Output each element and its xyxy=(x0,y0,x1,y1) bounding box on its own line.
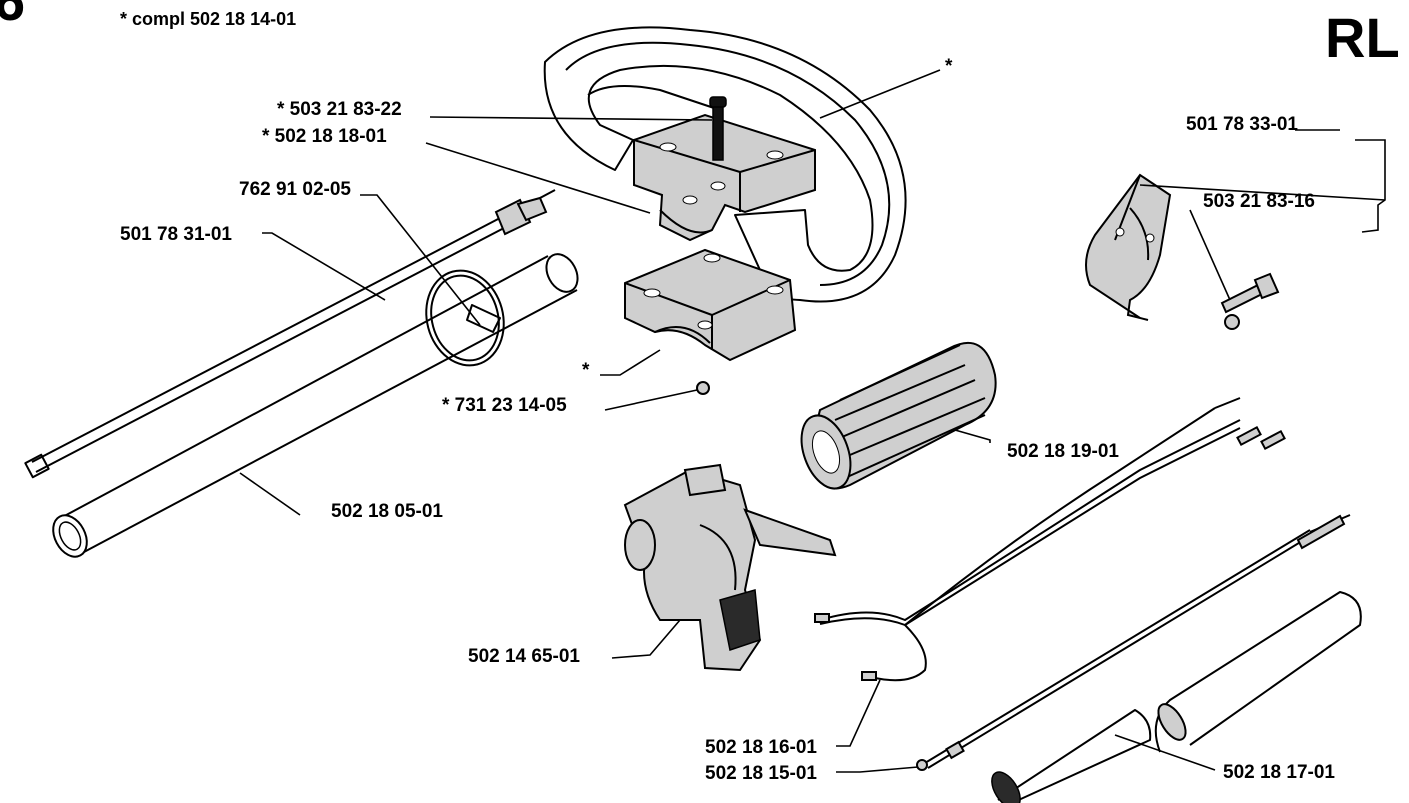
label-502-18-19-01: 502 18 19-01 xyxy=(1007,441,1119,462)
label-502-18-18-01: * 502 18 18-01 xyxy=(262,126,387,147)
label-502-18-05-01: 502 18 05-01 xyxy=(331,501,443,522)
label-501-78-31-01: 501 78 31-01 xyxy=(120,224,232,245)
lower-clamp-block xyxy=(624,248,797,362)
clamp-ring xyxy=(425,269,505,367)
label-502-18-17-01: 502 18 17-01 xyxy=(1223,762,1335,783)
nut xyxy=(696,381,710,395)
label-block-star: * xyxy=(582,360,590,381)
bracket-bolt xyxy=(1220,272,1280,330)
handle-grip xyxy=(800,342,997,490)
leader-lines xyxy=(239,69,1386,773)
throttle-housing xyxy=(623,463,837,672)
drive-shaft xyxy=(24,189,556,479)
part-labels: * 503 21 83-22 * 502 18 18-01 * 762 91 0… xyxy=(120,56,1335,784)
label-503-21-83-22: * 503 21 83-22 xyxy=(277,99,402,120)
label-502-14-65-01: 502 14 65-01 xyxy=(468,646,580,667)
label-503-21-83-16: 503 21 83-16 xyxy=(1203,191,1315,212)
label-502-18-15-01: 502 18 15-01 xyxy=(705,763,817,784)
loop-handle xyxy=(543,26,907,303)
shaft-tube xyxy=(52,253,579,558)
wire-harness xyxy=(814,397,1286,682)
corner-mark: 6 xyxy=(0,0,25,32)
assembly-note: * compl 502 18 14-01 xyxy=(120,9,296,29)
label-502-18-16-01: 502 18 16-01 xyxy=(705,737,817,758)
label-762-91-02-05: 762 91 02-05 xyxy=(239,179,351,200)
label-501-78-33-01: 501 78 33-01 xyxy=(1186,114,1298,135)
label-731-23-14-05: * 731 23 14-05 xyxy=(442,395,567,416)
handle-screw xyxy=(709,96,727,161)
model-code: RL xyxy=(1325,6,1400,69)
label-handle-star: * xyxy=(945,56,953,77)
throttle-cable xyxy=(916,514,1351,771)
cable-tubes xyxy=(991,591,1362,803)
bracket xyxy=(1085,173,1172,321)
